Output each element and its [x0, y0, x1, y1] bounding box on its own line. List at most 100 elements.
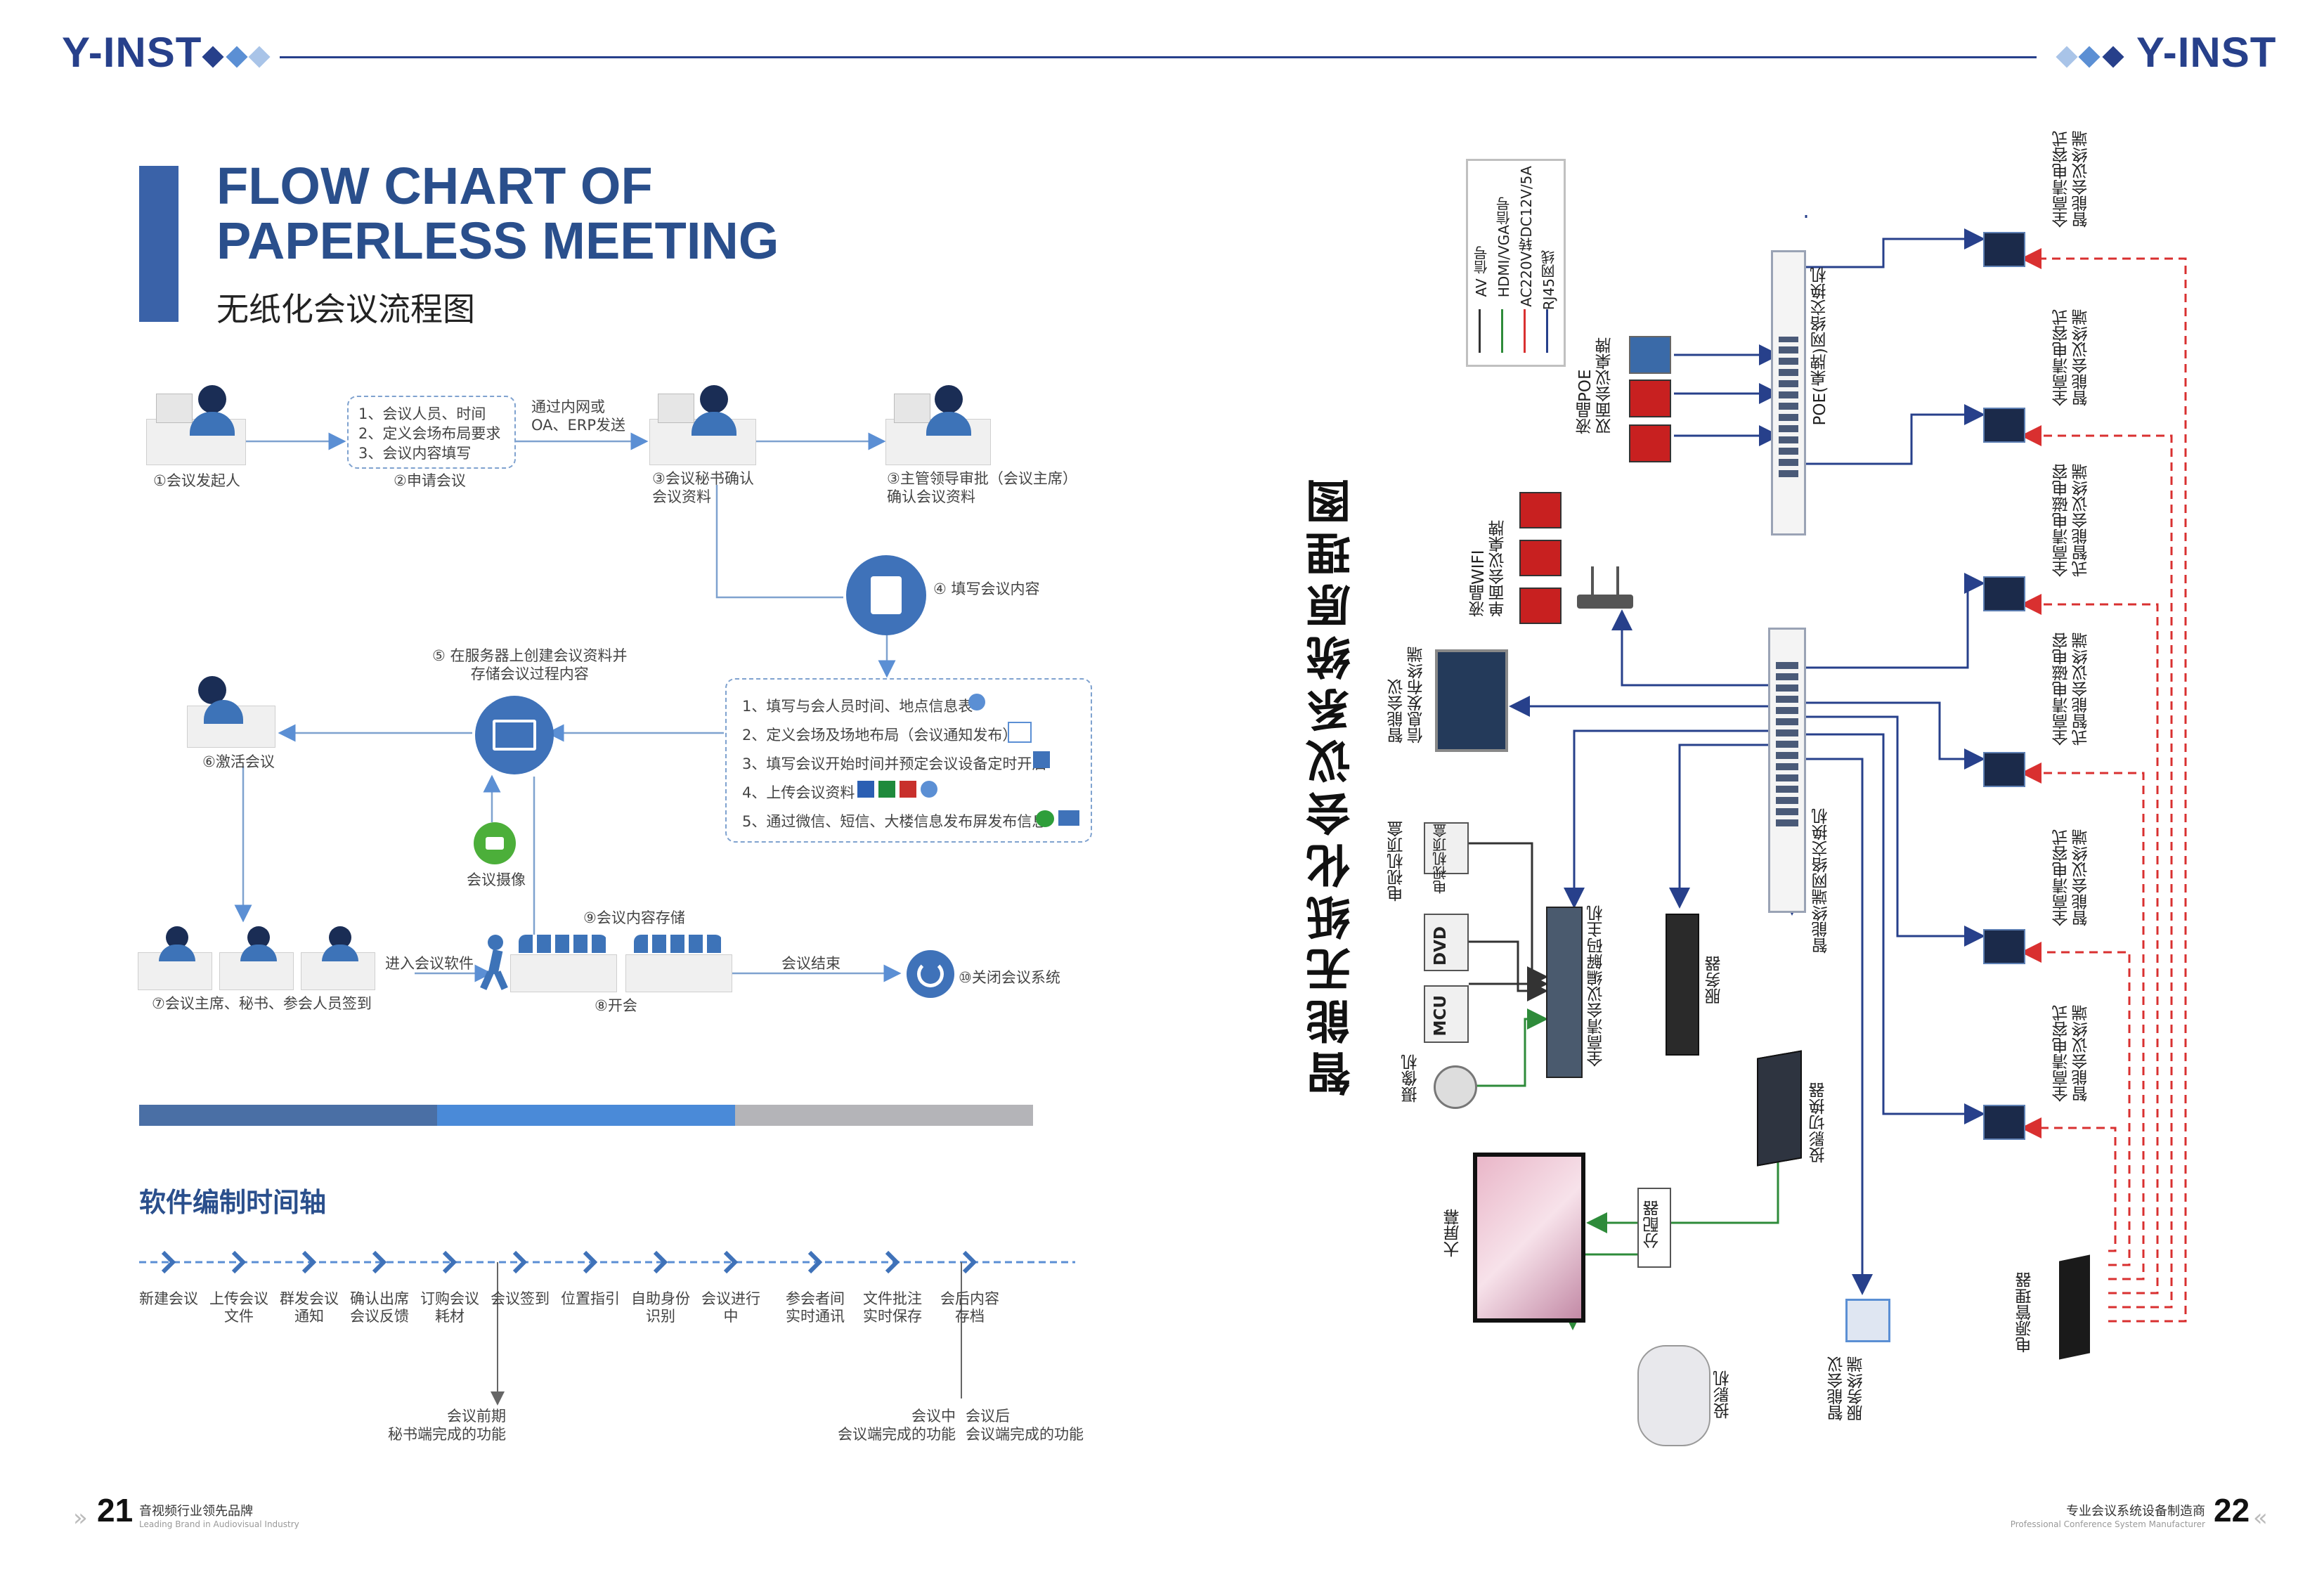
service-terminal-label: 智能会议服务终端	[1827, 1356, 1867, 1421]
timeline-item: 确认出席会议反馈	[350, 1290, 409, 1325]
timeline-chevron	[885, 1250, 900, 1274]
power-label: 电源管理器	[2016, 1272, 2034, 1353]
info-terminal-label: 智能会议信息发布终端	[1387, 647, 1427, 744]
terminal-label: 全高清电容式智能会议终端	[2052, 1005, 2091, 1102]
person-icon	[198, 676, 226, 704]
timeline-item: 参会者间实时通讯	[786, 1290, 845, 1325]
content-item: 3、填写会议开始时间并预定会议设备定时开启	[742, 755, 1047, 772]
terminal-line: 智能会议终端	[2072, 829, 2091, 926]
step-3b-line: 确认会议资料	[887, 488, 975, 505]
bigscreen-label: 大屏幕	[1444, 1209, 1462, 1257]
legend-swatch	[1546, 309, 1548, 353]
monitor-icon	[658, 394, 694, 423]
page-title-en-1: FLOW CHART OF	[216, 157, 653, 215]
tv-label: 电视机顶盒	[1432, 824, 1449, 894]
timeline-item: 订购会议耗材	[420, 1290, 479, 1325]
legend-swatch	[1524, 309, 1526, 353]
terminal-line: 式智能会议终端	[2072, 632, 2091, 746]
timeline-note-post: 会议后会议端完成的功能	[966, 1407, 1084, 1443]
send-note-line: OA、ERP发送	[531, 417, 626, 434]
tv-label-side: 电视机顶盒	[1388, 821, 1406, 902]
timeline-item: 位置指引	[561, 1290, 620, 1307]
server-icon	[1666, 914, 1699, 1056]
footer-brand-en-right: Professional Conference System Manufactu…	[2010, 1519, 2205, 1529]
timeline-axis	[139, 1250, 1075, 1406]
timeline-item: 自助身份识别	[631, 1290, 690, 1325]
timeline-note-mid: 会议中会议端完成的功能	[829, 1407, 956, 1443]
note-line: 会议端完成的功能	[966, 1426, 1084, 1443]
gear-icon	[921, 781, 937, 798]
poe-table-plate-icon	[1629, 336, 1671, 374]
camera-icon	[1434, 1065, 1477, 1109]
step-10-label: ⑩关闭会议系统	[959, 969, 1060, 986]
poe-table-plate-icon	[1629, 379, 1671, 417]
timeline-chevron	[512, 1250, 528, 1274]
color-bar-1	[139, 1105, 437, 1126]
title-accent-bar	[139, 166, 178, 322]
page-title-cn: 无纸化会议流程图	[216, 290, 475, 328]
power-manager-icon	[2059, 1254, 2090, 1360]
edit-document-icon	[846, 555, 926, 635]
timeline-chevron	[161, 1250, 176, 1274]
note-line: 会议中	[911, 1408, 956, 1425]
terminal-label: 全高清电容式智能会议终端	[2052, 829, 2091, 926]
camera-label: 摄像机	[1402, 1054, 1420, 1103]
walking-person-icon	[480, 935, 509, 990]
timeline-item: 会议签到	[491, 1290, 550, 1307]
poe-plate-line: 液晶POE	[1576, 369, 1595, 434]
person-icon	[700, 385, 728, 413]
page-title-en-2: PAPERLESS MEETING	[216, 212, 779, 270]
poe-table-plate-icon	[1629, 424, 1671, 462]
double-chevron-icon: «	[2253, 1504, 2268, 1532]
content-item: 4、上传会议资料	[742, 784, 855, 801]
mail-icon	[1058, 810, 1079, 826]
step-3b-label: ③主管领导审批（会议主席）确认会议资料	[887, 469, 1077, 506]
enter-software-label: 进入会议软件	[385, 955, 474, 972]
terminal-line: 式智能会议终端	[2072, 464, 2091, 577]
note-line: 会议后	[966, 1408, 1010, 1425]
conference-terminal-icon	[1983, 1105, 2025, 1140]
projector-switcher-icon	[1757, 1050, 1802, 1167]
timeline-chevron	[807, 1250, 823, 1274]
terminal-label: 全高清电容式智能会议终端	[2052, 131, 2091, 228]
proj-switch-label: 投影切换器	[1810, 1082, 1828, 1163]
legend-swatch	[1479, 309, 1481, 353]
info-terminal-line: 信息发布终端	[1408, 647, 1426, 744]
dvd-label: DVD	[1432, 926, 1450, 966]
meeting-end-label: 会议结束	[781, 955, 840, 972]
set-top-box-icon	[1424, 822, 1469, 874]
camera-label: 会议摄像	[467, 871, 526, 888]
notice-icon	[1008, 722, 1032, 743]
wechat-icon	[1036, 810, 1054, 827]
attendees-row	[519, 935, 607, 953]
service-terminal-icon	[1845, 1299, 1890, 1342]
footer-brand-en-left: Leading Brand in Audiovisual Industry	[139, 1519, 299, 1529]
power-icon	[907, 950, 954, 998]
info-display-terminal-icon	[1435, 649, 1508, 752]
terminal-label: 全高清电磁电容式智能会议终端	[2052, 464, 2091, 577]
apply-item: 1、会议人员、时间	[358, 405, 486, 422]
timeline-chevron	[372, 1250, 387, 1274]
step-8-label: ⑧开会	[595, 997, 637, 1014]
poe-switch	[1771, 250, 1806, 536]
note-line: 会议前期	[447, 1408, 506, 1425]
step-7-label: ⑦会议主席、秘书、参会人员签到	[152, 995, 372, 1012]
timeline-chevron	[583, 1250, 598, 1274]
step-6-label: ⑥激活会议	[202, 753, 275, 770]
terminal-line: 全高清电磁电容	[2053, 464, 2071, 577]
terminal-line: 全高清电容式	[2053, 1005, 2071, 1102]
projector-label: 投影机	[1714, 1370, 1732, 1419]
info-terminal-line: 智能会议	[1388, 679, 1406, 744]
legend-box	[1466, 159, 1566, 367]
conference-terminal-icon	[1983, 576, 2025, 611]
terminal-line: 智能会议终端	[2072, 309, 2091, 406]
timeline-item: 文件批注实时保存	[863, 1290, 922, 1325]
wifi-table-plate-icon	[1519, 492, 1562, 528]
timeline-item: 会议进行中	[701, 1290, 760, 1325]
splitter-box	[1637, 1188, 1671, 1268]
terminal-line: 全高清电磁电容	[2053, 632, 2071, 746]
